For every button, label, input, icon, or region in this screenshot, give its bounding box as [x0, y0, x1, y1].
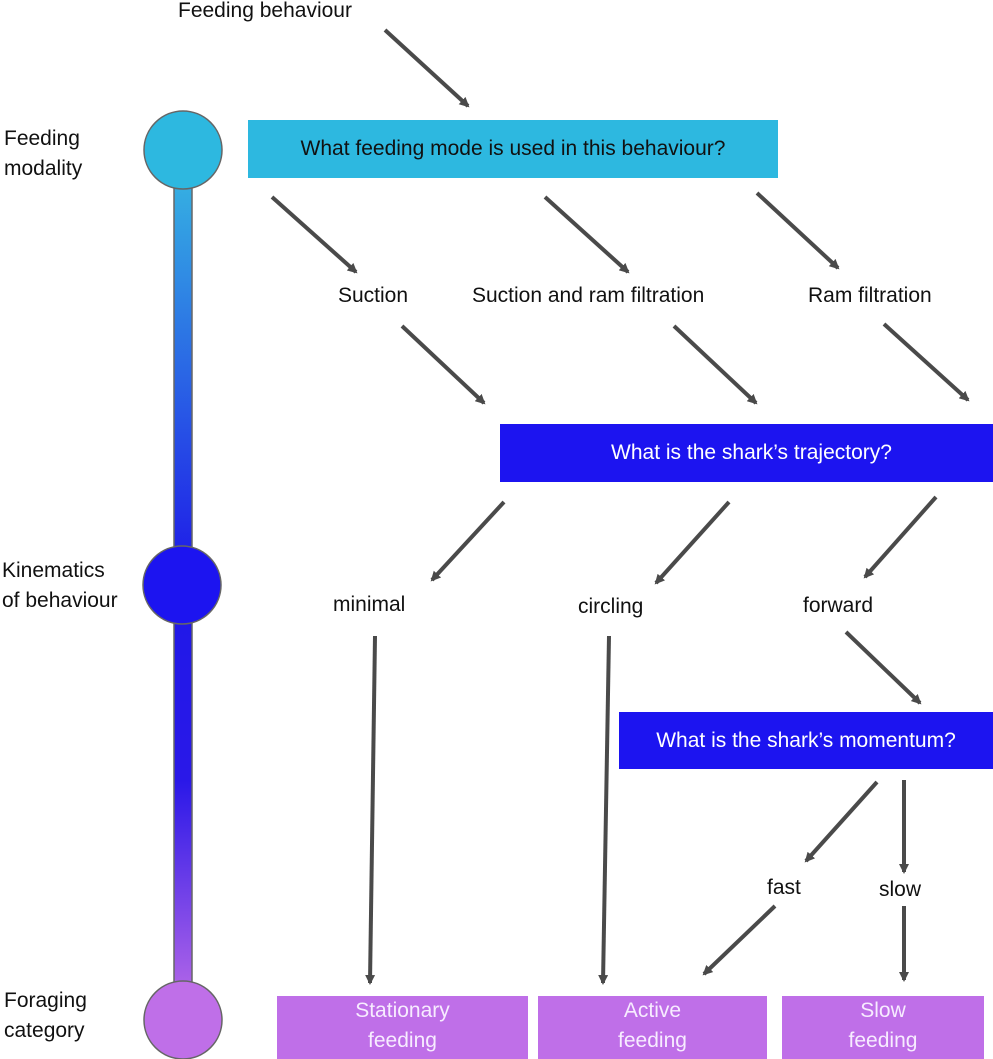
- root-label: Feeding behaviour: [178, 0, 352, 22]
- arrow-fast-to-active: [702, 904, 777, 976]
- arrow-suction-to-trajectory: [400, 324, 486, 405]
- category-slow-feeding: Slow feeding: [782, 996, 984, 1059]
- category-active-feeding: Active feeding: [538, 996, 767, 1059]
- category-stationary-feeding: Stationary feeding: [277, 996, 528, 1059]
- level-label-line: Feeding: [4, 127, 80, 150]
- category-line: Stationary: [355, 999, 450, 1022]
- mode-option-ram: Ram filtration: [808, 284, 932, 307]
- arrow-root-to-mode: [383, 28, 470, 108]
- level-label-line: Kinematics: [2, 559, 105, 582]
- arrow-mode-to-ram: [755, 191, 840, 270]
- level-label-feeding-modality: Feeding modality: [4, 124, 82, 184]
- arrow-circling-to-active: [598, 635, 611, 985]
- level-node-kinematics: [142, 545, 222, 625]
- level-label-line: Foraging: [4, 989, 87, 1012]
- arrow-momentum-to-fast: [804, 780, 879, 863]
- level-label-line: modality: [4, 157, 83, 180]
- category-line: Slow: [860, 999, 906, 1022]
- level-label-line: category: [4, 1019, 85, 1042]
- category-line: feeding: [618, 1029, 687, 1052]
- level-node-feeding-modality: [143, 110, 223, 190]
- trajectory-option-forward: forward: [803, 594, 874, 617]
- question-momentum: What is the shark’s momentum?: [619, 712, 993, 769]
- arrow-minimal-to-stationary: [365, 635, 377, 985]
- mode-option-suction-ram: Suction and ram filtration: [472, 284, 705, 307]
- category-line: Active: [623, 999, 682, 1022]
- level-node-foraging-category: [143, 980, 223, 1059]
- arrow-forward-to-momentum: [844, 630, 922, 705]
- mode-option-suction: Suction: [338, 284, 409, 307]
- momentum-option-slow: slow: [879, 878, 922, 901]
- arrow-trajectory-to-circling: [654, 500, 731, 585]
- momentum-option-fast: fast: [767, 876, 801, 899]
- trajectory-option-circling: circling: [578, 595, 644, 618]
- category-line: feeding: [368, 1029, 437, 1052]
- arrow-ram-to-trajectory: [882, 322, 970, 402]
- arrow-trajectory-to-minimal: [430, 500, 506, 582]
- arrow-mode-to-suction-ram: [543, 195, 630, 274]
- category-line: feeding: [848, 1029, 918, 1052]
- level-label-kinematics: Kinematics of behaviour: [2, 556, 118, 616]
- arrow-mode-to-suction: [270, 195, 358, 274]
- arrow-trajectory-to-forward: [863, 495, 938, 579]
- level-label-foraging-category: Foraging category: [4, 986, 87, 1046]
- trajectory-option-minimal: minimal: [333, 593, 406, 616]
- question-trajectory: What is the shark’s trajectory?: [500, 424, 993, 482]
- level-label-line: of behaviour: [2, 589, 118, 612]
- arrow-suction-ram-to-trajectory: [672, 324, 758, 405]
- question-feeding-mode: What feeding mode is used in this behavi…: [248, 120, 778, 178]
